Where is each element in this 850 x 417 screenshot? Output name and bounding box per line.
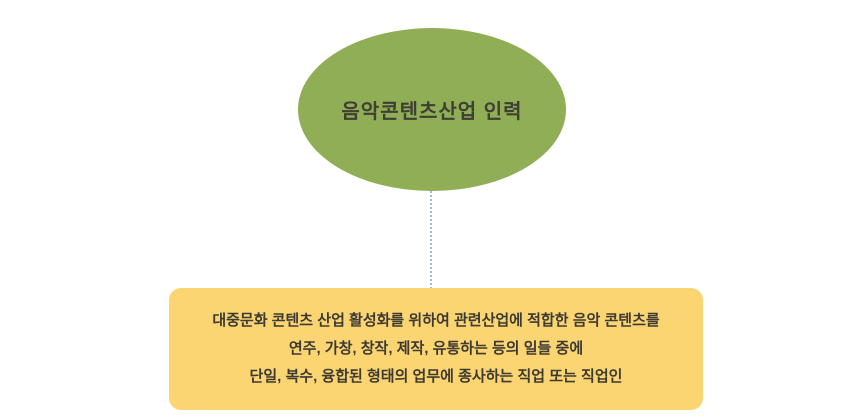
dotted-connector-line [430,191,432,289]
definition-line-3: 단일, 복수, 융합된 형태의 업무에 종사하는 직업 또는 직업인 [249,368,623,385]
definition-line-2: 연주, 가창, 창작, 제작, 유통하는 등의 일들 중에 [288,340,584,357]
definition-line-1: 대중문화 콘텐츠 산업 활성화를 위하여 관련산업에 적합한 음악 콘텐츠를 [212,312,660,329]
music-content-industry-ellipse: 음악콘텐츠산업 인력 [298,28,566,191]
ellipse-label: 음악콘텐츠산업 인력 [341,101,523,123]
definition-box: 대중문화 콘텐츠 산업 활성화를 위하여 관련산업에 적합한 음악 콘텐츠를 연… [169,288,703,410]
